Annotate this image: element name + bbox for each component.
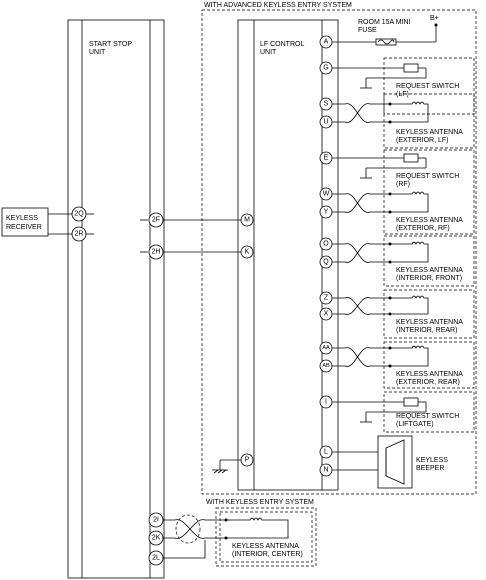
lf-control-unit-label-1: LF CONTROL xyxy=(260,41,304,48)
svg-text:L: L xyxy=(324,449,328,456)
ka-int-front-label-2: (INTERIOR, FRONT) xyxy=(396,275,462,282)
svg-text:I: I xyxy=(325,399,327,406)
pin-l: L xyxy=(319,445,333,459)
fuse-label-2: FUSE xyxy=(358,27,377,34)
svg-text:2I: 2I xyxy=(153,517,159,524)
ground-symbol xyxy=(212,469,228,474)
svg-text:W: W xyxy=(323,191,330,198)
start-stop-unit-label-1: START STOP xyxy=(89,41,132,48)
beeper-label-2: BEEPER xyxy=(416,465,444,472)
svg-text:G: G xyxy=(323,65,328,72)
pin-e: E xyxy=(319,151,333,165)
svg-text:K: K xyxy=(245,249,250,256)
keyless-beeper xyxy=(377,435,413,489)
pin-y: Y xyxy=(319,205,333,219)
svg-text:O: O xyxy=(323,241,329,248)
keyless-system-frame xyxy=(215,507,317,567)
keyless-receiver-label-2: RECEIVER xyxy=(6,224,42,231)
svg-text:E: E xyxy=(324,155,329,162)
fuse-label-1: ROOM 15A MINI xyxy=(358,19,411,26)
svg-text:2L: 2L xyxy=(152,555,160,562)
svg-text:P: P xyxy=(245,457,250,464)
pin-x: X xyxy=(319,307,333,321)
pin-2q: 2Q xyxy=(71,206,87,222)
ka-int-rear-label-2: (INTERIOR, REAR) xyxy=(396,327,457,334)
pin-w: W xyxy=(319,187,333,201)
pin-g: G xyxy=(319,61,333,75)
pin-a: A xyxy=(319,35,333,49)
ka-ext-rf-label-1: KEYLESS ANTENNA xyxy=(396,217,463,224)
svg-text:2Q: 2Q xyxy=(74,211,84,218)
svg-text:2F: 2F xyxy=(152,217,160,224)
svg-text:2H: 2H xyxy=(152,249,161,256)
pin-o: O xyxy=(319,237,333,251)
pin-2l: 2L xyxy=(148,550,164,566)
rs-lf-label-2: (LF) xyxy=(396,91,409,98)
start-stop-unit-label-2: UNIT xyxy=(89,49,106,56)
rs-lf-label-1: REQUEST SWITCH xyxy=(396,83,459,90)
svg-text:S: S xyxy=(324,101,329,108)
svg-text:N: N xyxy=(323,467,328,474)
ka-int-rear-label-1: KEYLESS ANTENNA xyxy=(396,319,463,326)
pin-p: P xyxy=(240,453,254,467)
svg-text:Y: Y xyxy=(324,209,329,216)
keyless-system-label: WITH KEYLESS ENTRY SYSTEM xyxy=(206,499,314,506)
pin-k: K xyxy=(240,245,254,259)
ka-ext-rf-label-2: (EXTERIOR, RF) xyxy=(396,225,450,232)
pin-s: S xyxy=(319,97,333,111)
pin-2k: 2K xyxy=(148,530,164,546)
ka-ext-lf-label-2: (EXTERIOR, LF) xyxy=(396,137,449,144)
lf-control-unit: LF CONTROL UNIT xyxy=(237,19,339,491)
ka-ext-rear-label-1: KEYLESS ANTENNA xyxy=(396,371,463,378)
ka-int-front-label-1: KEYLESS ANTENNA xyxy=(396,267,463,274)
battery-label: B+ xyxy=(430,15,439,22)
keyless-receiver-label-1: KEYLESS xyxy=(6,215,38,222)
pin-2r: 2R xyxy=(71,226,87,242)
advanced-system-frame xyxy=(201,9,477,495)
pin-ab: AB xyxy=(319,359,333,373)
pin-u: U xyxy=(319,115,333,129)
rs-rf-label-2: (RF) xyxy=(396,181,410,188)
pin-m: M xyxy=(240,213,254,227)
pin-q: Q xyxy=(319,255,333,269)
start-stop-unit: START STOP UNIT xyxy=(67,19,165,579)
rs-liftgate-label-1: REQUEST SWITCH xyxy=(396,413,459,420)
pin-z: Z xyxy=(319,291,333,305)
beeper-label-1: KEYLESS xyxy=(416,457,448,464)
svg-text:AA: AA xyxy=(322,345,330,351)
pin-2f: 2F xyxy=(148,212,164,228)
pin-i: I xyxy=(319,395,333,409)
svg-text:2R: 2R xyxy=(75,231,84,238)
svg-text:X: X xyxy=(324,311,329,318)
pin-aa: AA xyxy=(319,341,333,355)
pin-n: N xyxy=(319,463,333,477)
ka-int-center-label-1: KEYLESS ANTENNA xyxy=(232,543,299,550)
svg-text:2K: 2K xyxy=(152,535,161,542)
svg-text:U: U xyxy=(323,119,328,126)
ka-int-center-label-2: (INTERIOR, CENTER) xyxy=(232,551,303,558)
svg-text:Q: Q xyxy=(323,259,329,266)
advanced-system-label: WITH ADVANCED KEYLESS ENTRY SYSTEM xyxy=(204,2,352,9)
ka-ext-lf-label-1: KEYLESS ANTENNA xyxy=(396,129,463,136)
rs-liftgate-label-2: (LIFTGATE) xyxy=(396,421,434,428)
pin-2h: 2H xyxy=(148,244,164,260)
rs-rf-label-1: REQUEST SWITCH xyxy=(396,173,459,180)
keyless-receiver: KEYLESS RECEIVER xyxy=(1,207,49,237)
svg-text:M: M xyxy=(244,217,250,224)
svg-text:AB: AB xyxy=(322,363,330,369)
pin-2i: 2I xyxy=(148,512,164,528)
lf-control-unit-label-2: UNIT xyxy=(260,49,277,56)
svg-text:A: A xyxy=(324,39,329,46)
svg-text:Z: Z xyxy=(324,295,329,302)
ka-ext-rear-label-2: (EXTERIOR, REAR) xyxy=(396,379,460,386)
